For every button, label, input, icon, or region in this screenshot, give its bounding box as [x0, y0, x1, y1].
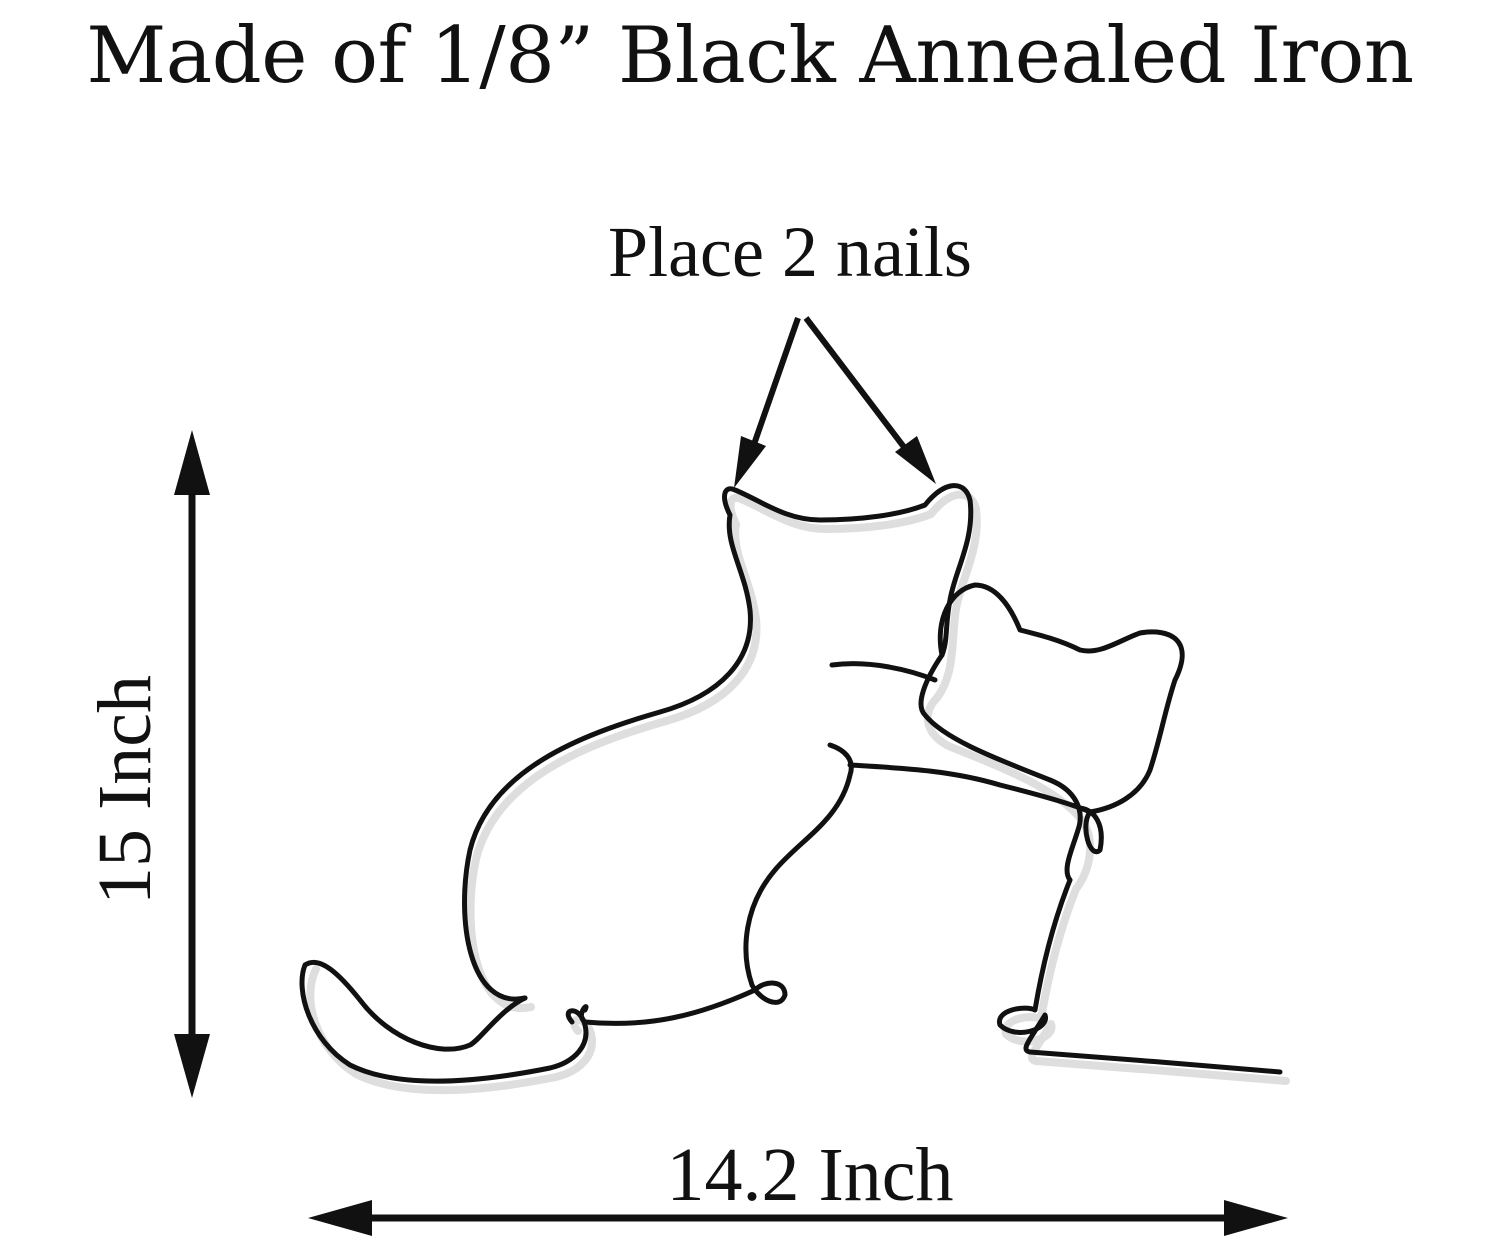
- wire-cats: [299, 483, 1283, 1084]
- arrow-left-icon: [308, 1200, 372, 1236]
- small-cat-outline: [937, 582, 1185, 855]
- nail-arrows: [734, 316, 936, 488]
- big-cat-tail: [299, 960, 589, 1084]
- arrow-down-icon: [174, 1034, 210, 1098]
- height-dimension-arrow: [174, 430, 210, 1098]
- width-dimension-arrow: [308, 1200, 1288, 1236]
- big-cat-chest: [829, 661, 938, 683]
- small-cat-face: [918, 652, 1083, 883]
- small-cat-leg: [997, 877, 1283, 1075]
- nails-annotation: Place 2 nails: [608, 212, 972, 292]
- nail-arrow-right-icon: [895, 436, 936, 484]
- arrow-up-icon: [174, 430, 210, 495]
- big-cat-paw: [579, 742, 854, 1026]
- product-title: Made of 1/8” Black Annealed Iron: [86, 11, 1414, 101]
- nail-arrow-left-icon: [734, 436, 766, 488]
- big-cat-outline: [462, 483, 974, 1002]
- arrow-right-icon: [1224, 1200, 1288, 1236]
- width-dimension-label: 14.2 Inch: [666, 1133, 954, 1217]
- big-cat-belly: [847, 762, 1093, 815]
